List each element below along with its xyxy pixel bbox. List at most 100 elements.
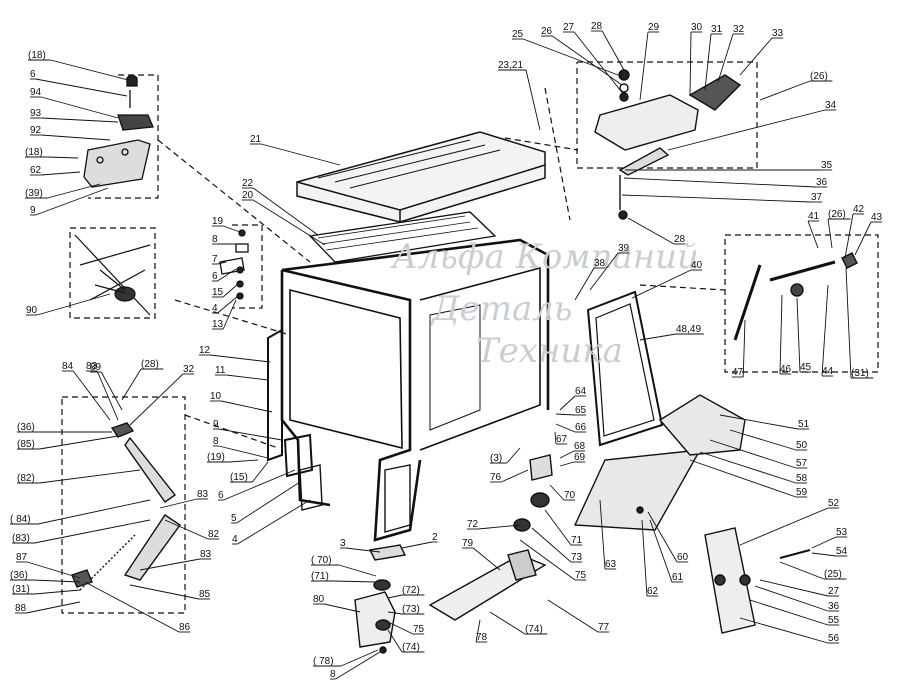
callout-l28c: (28) bbox=[141, 359, 159, 370]
leader-line bbox=[647, 511, 678, 563]
callout-l32a: 32 bbox=[733, 24, 745, 35]
callout-l26c: (26) bbox=[828, 209, 846, 220]
callout-l54: 54 bbox=[836, 546, 848, 557]
leader-line bbox=[807, 220, 819, 249]
callout-l29: 29 bbox=[648, 22, 660, 33]
gas-strut-group bbox=[733, 252, 858, 341]
leader-line bbox=[506, 447, 521, 464]
leader-line bbox=[333, 580, 377, 583]
leader-line bbox=[401, 541, 433, 549]
leader-line bbox=[41, 134, 111, 141]
leader-line bbox=[96, 370, 119, 421]
callout-l19a: 19 bbox=[212, 216, 224, 227]
callout-l92: 92 bbox=[30, 125, 42, 136]
hinge-closeup bbox=[74, 234, 151, 316]
leader-line bbox=[41, 117, 119, 123]
callout-l83c: (83) bbox=[12, 533, 30, 544]
callout-l70b: 70 bbox=[564, 490, 576, 501]
leader-line bbox=[689, 459, 797, 498]
callout-l8a: 8 bbox=[212, 234, 218, 245]
callout-l65: 65 bbox=[575, 405, 587, 416]
callout-l59: 59 bbox=[796, 487, 808, 498]
callout-l94: 94 bbox=[30, 87, 42, 98]
leader-line bbox=[621, 194, 812, 203]
callout-l55: 55 bbox=[828, 615, 840, 626]
callout-l83a: 83 bbox=[86, 361, 98, 372]
callout-l2: 2 bbox=[432, 532, 438, 543]
leader-line bbox=[599, 499, 606, 570]
callout-l86: 86 bbox=[179, 622, 191, 633]
callout-l51: 51 bbox=[798, 419, 810, 430]
lid-assembly bbox=[594, 69, 742, 220]
callout-l9a: 9 bbox=[30, 205, 36, 216]
callout-l20: 20 bbox=[242, 190, 254, 201]
callout-l33: 33 bbox=[772, 28, 784, 39]
callout-l80: 80 bbox=[313, 594, 325, 605]
watermark: Альфа Компаний Деталь Техника bbox=[390, 237, 699, 371]
leader-line bbox=[217, 261, 227, 265]
callout-l57: 57 bbox=[796, 458, 808, 469]
leader-line bbox=[236, 481, 301, 524]
leader-line bbox=[218, 445, 269, 459]
callout-l8b: 8 bbox=[213, 436, 219, 447]
callout-l10: 10 bbox=[210, 391, 222, 402]
callout-l75a: 75 bbox=[413, 624, 425, 635]
leader-line bbox=[811, 552, 837, 557]
leader-line bbox=[27, 561, 81, 579]
callout-l62a: 62 bbox=[30, 165, 42, 176]
callout-l48_49: 48,49 bbox=[676, 324, 701, 335]
callout-l27b: 27 bbox=[828, 586, 840, 597]
callout-l26b: (26) bbox=[810, 71, 828, 82]
leader-line bbox=[627, 217, 675, 245]
callout-l56: 56 bbox=[828, 633, 840, 644]
callout-l77: 77 bbox=[598, 622, 610, 633]
leader-line bbox=[164, 519, 209, 540]
leader-line bbox=[35, 78, 128, 97]
leader-line bbox=[84, 581, 180, 633]
callout-l46: 46 bbox=[780, 364, 792, 375]
callout-l30: 30 bbox=[691, 22, 703, 33]
callout-l31b: (31) bbox=[851, 368, 869, 379]
leader-line bbox=[549, 484, 565, 501]
leader-line bbox=[37, 293, 111, 316]
callout-l6c: 6 bbox=[218, 490, 224, 501]
leader-line bbox=[324, 603, 361, 613]
leader-line bbox=[821, 284, 829, 377]
leader-line bbox=[229, 459, 259, 463]
callout-l76: 76 bbox=[490, 472, 502, 483]
leader-line bbox=[50, 59, 129, 81]
leader-line bbox=[387, 611, 403, 615]
callout-l40: 40 bbox=[691, 260, 703, 271]
leader-line bbox=[559, 395, 576, 411]
leader-line bbox=[26, 601, 81, 614]
callout-l78a: ( 78) bbox=[313, 656, 334, 667]
leader-line bbox=[749, 599, 829, 626]
callout-l74a: (74) bbox=[402, 642, 420, 653]
leader-line bbox=[525, 69, 541, 131]
leader-line bbox=[222, 299, 237, 330]
leader-line bbox=[129, 584, 200, 600]
leader-line bbox=[222, 283, 239, 298]
callout-l78b: 78 bbox=[476, 632, 488, 643]
callout-l89: 89 bbox=[90, 362, 102, 373]
leader-line bbox=[252, 187, 319, 236]
callout-l45: 45 bbox=[800, 362, 812, 373]
leader-line bbox=[223, 225, 241, 233]
callout-l66: 66 bbox=[575, 422, 587, 433]
callout-l68: 68 bbox=[574, 441, 586, 452]
leader-line bbox=[221, 400, 273, 413]
callout-l64: 64 bbox=[575, 386, 587, 397]
callout-l67: 67 bbox=[556, 434, 568, 445]
callout-l22: 22 bbox=[242, 178, 254, 189]
callout-l39a: (39) bbox=[25, 188, 43, 199]
callout-l23_21: 23,21 bbox=[498, 60, 523, 71]
callout-l25: 25 bbox=[512, 29, 524, 40]
callout-l35: 35 bbox=[821, 160, 833, 171]
callout-l42: 42 bbox=[853, 204, 865, 215]
callout-l43: 43 bbox=[871, 212, 883, 223]
callout-l83d: 83 bbox=[200, 549, 212, 560]
callout-l44: 44 bbox=[822, 366, 834, 377]
leader-line bbox=[475, 619, 481, 643]
